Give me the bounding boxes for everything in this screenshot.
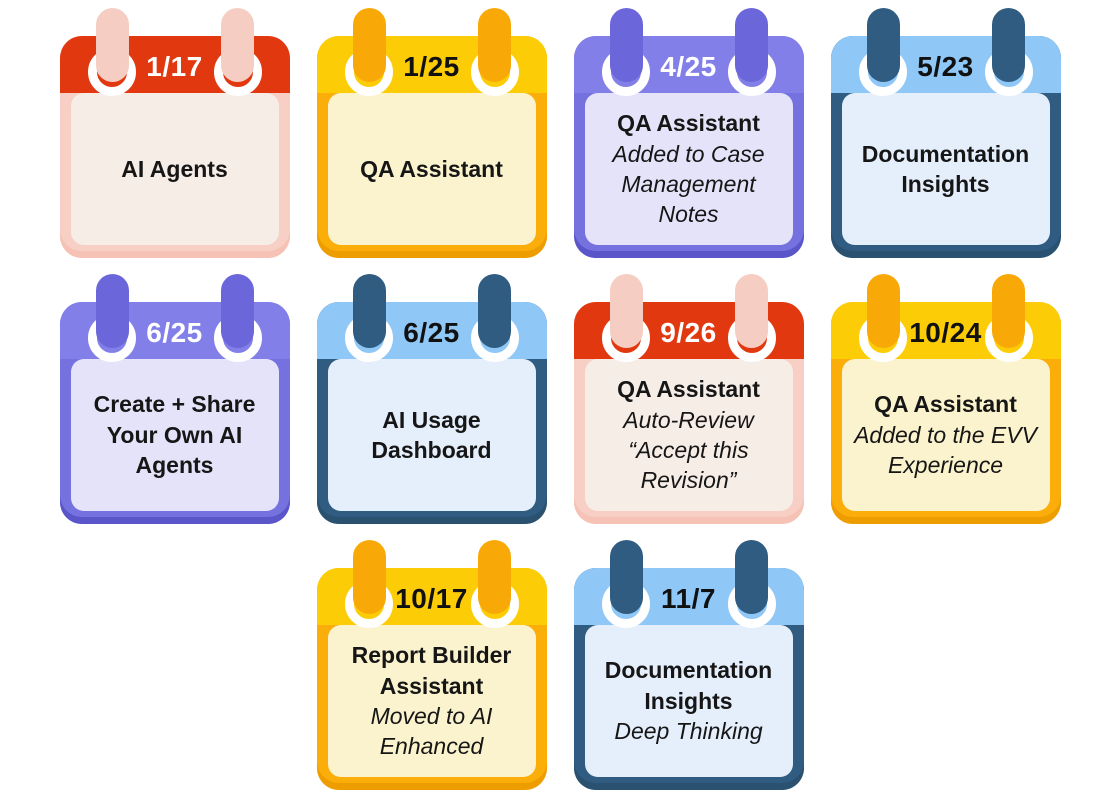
feature-title: QA Assistant: [617, 110, 760, 137]
calendar-card: 1/25 QA Assistant: [316, 8, 547, 258]
binder-peg-icon: [866, 274, 900, 348]
calendar-date: 6/25: [403, 316, 460, 348]
binder-peg-icon: [991, 8, 1025, 82]
calendar-card: 10/17 Report Builder Assistant Moved to …: [316, 540, 547, 790]
binder-peg-icon: [477, 540, 511, 614]
feature-subtitle: Added to Case Management Notes: [612, 140, 765, 228]
binder-peg-icon: [991, 274, 1025, 348]
calendar-row: 10/17 Report Builder Assistant Moved to …: [0, 540, 1120, 790]
calendar-date: 1/17: [146, 50, 203, 82]
calendar-body: AI Usage Dashboard: [327, 359, 536, 511]
binder-peg-icon: [734, 8, 768, 82]
calendar-card: 9/26 QA Assistant Auto-Review “Accept th…: [573, 274, 804, 524]
feature-title: Documentation Insights: [861, 140, 1030, 197]
binder-peg-icon: [734, 274, 768, 348]
calendar-frame: 1/17 AI Agents: [59, 36, 290, 258]
calendar-card: 1/17 AI Agents: [59, 8, 290, 258]
feature-title: QA Assistant: [874, 391, 1017, 418]
feature-title: Create + Share Your Own AI Agents: [93, 391, 256, 479]
binder-peg-icon: [734, 540, 768, 614]
feature-subtitle: Added to the EVV Experience: [854, 421, 1037, 479]
calendar-date: 10/17: [395, 582, 468, 614]
calendar-body: Documentation Insights Deep Thinking: [584, 625, 793, 777]
calendar-card: 6/25 Create + Share Your Own AI Agents: [59, 274, 290, 524]
calendar-date: 1/25: [403, 50, 460, 82]
calendar-body: AI Agents: [70, 93, 279, 245]
calendar-date: 9/26: [660, 316, 717, 348]
binder-peg-icon: [866, 8, 900, 82]
calendar-frame: 9/26 QA Assistant Auto-Review “Accept th…: [573, 302, 804, 524]
calendar-row: 6/25 Create + Share Your Own AI Agents 6…: [0, 274, 1120, 524]
calendar-row: 1/17 AI Agents 1/25 QA Assistant: [0, 8, 1120, 258]
calendar-body: QA Assistant: [327, 93, 536, 245]
binder-peg-icon: [95, 274, 129, 348]
feature-title: AI Usage Dashboard: [371, 406, 492, 463]
calendar-body: QA Assistant Added to the EVV Experience: [841, 359, 1050, 511]
calendar-date: 4/25: [660, 50, 717, 82]
calendar-date: 11/7: [661, 582, 716, 614]
binder-peg-icon: [609, 8, 643, 82]
calendar-date: 6/25: [146, 316, 203, 348]
binder-peg-icon: [220, 8, 254, 82]
binder-peg-icon: [477, 8, 511, 82]
feature-title: Report Builder Assistant: [351, 642, 512, 699]
binder-peg-icon: [609, 274, 643, 348]
binder-peg-icon: [220, 274, 254, 348]
calendar-body: Documentation Insights: [841, 93, 1050, 245]
feature-subtitle: Deep Thinking: [614, 718, 763, 745]
binder-peg-icon: [352, 274, 386, 348]
calendar-body: Report Builder Assistant Moved to AI Enh…: [327, 625, 536, 777]
feature-title: QA Assistant: [360, 155, 503, 182]
feature-subtitle: Auto-Review “Accept this Revision”: [623, 406, 754, 494]
calendar-body: QA Assistant Auto-Review “Accept this Re…: [584, 359, 793, 511]
calendar-card: 11/7 Documentation Insights Deep Thinkin…: [573, 540, 804, 790]
calendar-date: 5/23: [917, 50, 974, 82]
calendar-card: 6/25 AI Usage Dashboard: [316, 274, 547, 524]
calendar-date: 10/24: [909, 316, 982, 348]
feature-title: Documentation Insights: [604, 657, 773, 714]
feature-title: AI Agents: [121, 155, 228, 182]
binder-peg-icon: [352, 540, 386, 614]
calendar-card: 10/24 QA Assistant Added to the EVV Expe…: [830, 274, 1061, 524]
calendar-card: 5/23 Documentation Insights: [830, 8, 1061, 258]
calendar-card: 4/25 QA Assistant Added to Case Manageme…: [573, 8, 804, 258]
binder-peg-icon: [352, 8, 386, 82]
feature-subtitle: Moved to AI Enhanced: [370, 703, 493, 760]
feature-title: QA Assistant: [617, 376, 760, 403]
binder-peg-icon: [95, 8, 129, 82]
calendar-body: Create + Share Your Own AI Agents: [70, 359, 279, 511]
binder-peg-icon: [477, 274, 511, 348]
binder-peg-icon: [609, 540, 643, 614]
calendar-body: QA Assistant Added to Case Management No…: [584, 93, 793, 245]
